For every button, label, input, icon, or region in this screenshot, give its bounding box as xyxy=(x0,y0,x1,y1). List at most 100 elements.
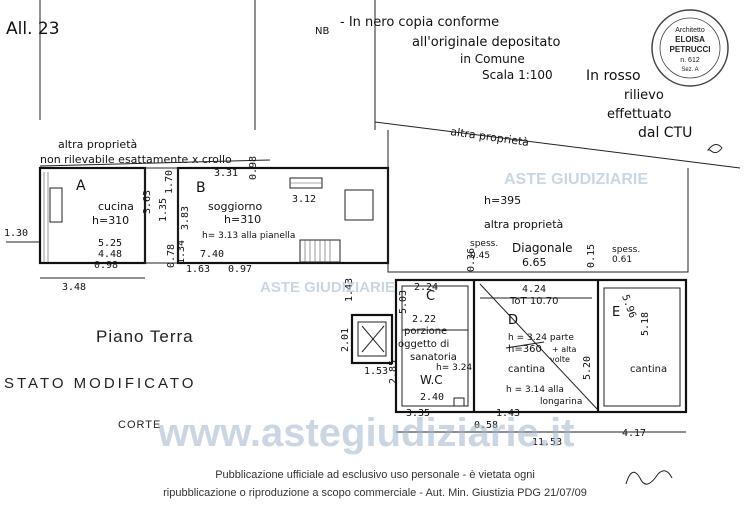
room-b-letter: B xyxy=(196,180,206,196)
wc-label: W.C xyxy=(420,373,443,387)
crollo-underline xyxy=(39,159,271,167)
dim-label: 1.43 xyxy=(496,408,520,419)
dim-label: 5.03 xyxy=(398,290,409,314)
architect-stamp: Architetto ELOISA PETRUCCI n. 612 Sez. A xyxy=(651,9,729,87)
dim-label: 1.43 xyxy=(344,278,355,302)
dim-label: 0.98 xyxy=(94,260,118,271)
dim-label: 2.85 xyxy=(388,360,399,384)
dim-label: 1.53 xyxy=(364,366,388,377)
room-c-name-line-3: sanatoria xyxy=(410,352,457,363)
altra-proprieta-mid: altra proprietà xyxy=(484,218,563,231)
dim-label: 0.98 xyxy=(248,156,259,180)
room-c-name-line-2: oggetto di xyxy=(398,339,449,350)
note-line-1: - In nero copia conforme xyxy=(340,15,499,30)
stamp-line-3: PETRUCCI xyxy=(670,45,711,54)
piano-terra-label: Piano Terra xyxy=(96,327,194,346)
note-line-2: all'originale depositato xyxy=(412,35,560,50)
stamp-line-1: Architetto xyxy=(675,27,705,34)
crollo-note: non rilevabile esattamente x crollo xyxy=(40,153,232,166)
dim-label: 4.17 xyxy=(622,428,646,439)
dim-label: 3.63 xyxy=(142,190,153,214)
room-d-note-line-3: volte xyxy=(550,355,570,364)
spess-left: spess. xyxy=(470,239,498,249)
property-boundary-line xyxy=(374,121,741,169)
diagonale-label: Diagonale xyxy=(512,241,573,255)
passage-a-b xyxy=(144,167,179,264)
room-b-height: h=310 xyxy=(224,213,261,226)
room-d-name: cantina xyxy=(508,364,545,375)
dim-label: 5.20 xyxy=(582,356,593,380)
red-note-line-3: effettuato xyxy=(607,107,671,122)
dim-label: 5.96 xyxy=(619,293,638,319)
watermark-logo-1: ASTE GIUDIZIARIE xyxy=(504,171,648,188)
note-line-3: in Comune xyxy=(460,52,525,66)
red-note-line-4: dal CTU xyxy=(638,125,692,141)
area-top-right: h=395 altra proprietà xyxy=(387,130,689,273)
scale-label: Scala 1:100 xyxy=(482,68,553,82)
dim-label: 2.01 xyxy=(340,328,351,352)
room-d-note-line-2: + alta xyxy=(552,345,577,354)
room-b-name: soggiorno xyxy=(208,200,263,213)
dim-label: 5.25 xyxy=(98,238,122,249)
room-d-note-line-1: h = 3.24 parte xyxy=(508,333,574,343)
dim-label: 5.18 xyxy=(640,312,651,336)
room-e-letter: E xyxy=(612,305,620,320)
dim-label: 2.24 xyxy=(414,282,438,293)
red-note-line-1: In rosso xyxy=(586,68,641,84)
room-a-letter: A xyxy=(76,178,86,194)
footer-line-2: ripubblicazione o riproduzione a scopo c… xyxy=(163,487,587,499)
stato-modificato-label: STATO MODIFICATO xyxy=(4,375,196,392)
dim-label: 3.12 xyxy=(292,194,316,205)
room-d-strike xyxy=(505,341,545,349)
dim-label: 3.83 xyxy=(180,206,191,230)
signature-bottom xyxy=(625,470,673,485)
room-d-note2-line-2: longarina xyxy=(540,397,582,407)
dim-label: 1.63 xyxy=(186,264,210,275)
dim-label: 4.48 xyxy=(98,249,122,260)
wc-fixture xyxy=(453,397,465,407)
room-c-name-line-1: porzione xyxy=(404,326,447,337)
room-c-height: h= 3.24 xyxy=(436,363,472,373)
room-d-height-old: h=360 xyxy=(508,344,542,355)
signature-mark xyxy=(706,144,723,154)
altra-proprieta-top-right: altra proprietà xyxy=(450,125,530,149)
dim-label: 0.78 xyxy=(166,244,177,268)
spess-right-value: 0.61 xyxy=(612,255,632,265)
room-b-note: h= 3.13 alla pianella xyxy=(202,231,295,241)
room-a: A cucina h=310 xyxy=(38,166,147,265)
dim-label: 1.30 xyxy=(4,228,28,239)
stamp-line-5: Sez. A xyxy=(681,67,698,73)
room-d-note2-line-1: h = 3.14 alla xyxy=(506,385,564,395)
dim-label: 3.48 xyxy=(62,282,86,293)
diagonal-line xyxy=(479,283,599,411)
stamp-line-4: n. 612 xyxy=(680,57,700,64)
top-right-height: h=395 xyxy=(484,194,521,207)
corte-label: CORTE xyxy=(118,419,161,431)
dim-label: 0.15 xyxy=(586,244,597,268)
dim-label: 1.34 xyxy=(176,240,187,264)
room-a-name: cucina xyxy=(98,200,134,213)
altra-proprieta-top-left: altra proprietà xyxy=(58,138,137,151)
dimension-labels: 3.31 0.98 1.70 3.63 3.12 1.35 3.83 5.25 … xyxy=(4,156,651,448)
spess-right: spess. xyxy=(612,245,640,255)
red-note-line-2: rilievo xyxy=(624,88,664,103)
dim-label: 3.31 xyxy=(214,168,238,179)
dim-label: 3.35 xyxy=(406,408,430,419)
dim-label: 2.22 xyxy=(412,314,436,325)
diagonale-value: 6.65 xyxy=(522,256,547,269)
dim-label: 11.53 xyxy=(532,437,562,448)
dim-label: 1.70 xyxy=(164,170,175,194)
room-e-name: cantina xyxy=(630,364,667,375)
dim-label: 1.35 xyxy=(158,198,169,222)
dim-label: 0.36 xyxy=(466,248,477,272)
dim-label: 0.58 xyxy=(474,420,498,431)
stairwell xyxy=(350,313,394,365)
watermark-logo-2: ASTE GIUDIZIARIE xyxy=(260,279,395,296)
room-d-letter: D xyxy=(508,313,518,328)
dim-label: 0.97 xyxy=(228,264,252,275)
lower-block xyxy=(394,278,688,414)
watermark-url: www.astegiudiziarie.it xyxy=(157,411,574,455)
room-a-height: h=310 xyxy=(92,214,129,227)
footer-line-1: Pubblicazione ufficiale ad esclusivo uso… xyxy=(215,469,535,481)
